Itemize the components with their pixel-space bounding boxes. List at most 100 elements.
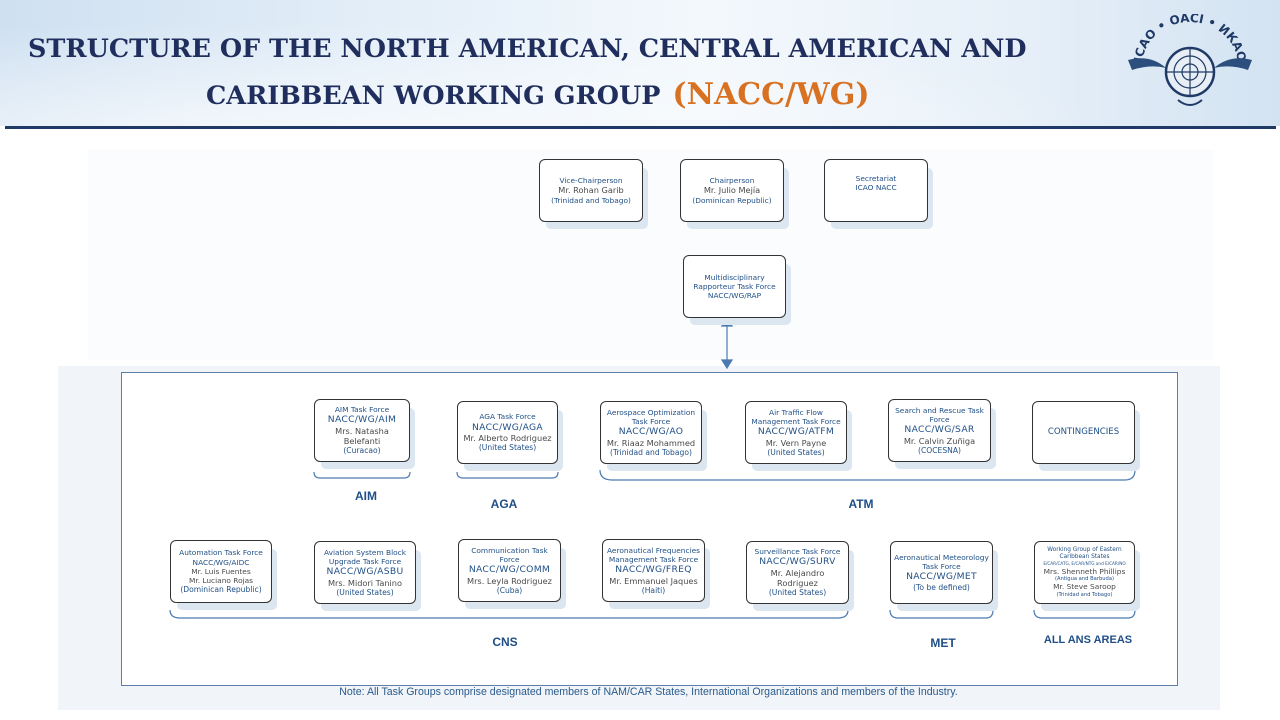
- brace-aga: [456, 471, 559, 479]
- sar-task-force-box: Search and Rescue Task Force NACC/WG/SAR…: [888, 399, 991, 462]
- brace-all-ans: [1033, 609, 1136, 619]
- ecar-person1: Mrs. Shenneth Phillips: [1043, 566, 1126, 576]
- comm-title: Communication Task Force: [471, 545, 548, 564]
- group-label-atm: ATM: [848, 497, 874, 511]
- secretariat-box: Secretariat ICAO NACC: [824, 159, 928, 222]
- header-divider: [5, 126, 1276, 129]
- met-title: Aeronautical Meteorology Task Force: [894, 552, 989, 571]
- title-acronym: (NACC/WG): [672, 77, 870, 112]
- atfm-title: Air Traffic Flow Management Task Force: [751, 407, 841, 426]
- sar-title: Search and Rescue Task Force: [895, 405, 984, 424]
- group-label-all-ans: ALL ANS AREAS: [1043, 634, 1133, 646]
- group-label-aga: AGA: [490, 497, 518, 511]
- title-text: CARIBBEAN WORKING GROUP: [206, 81, 661, 111]
- ao-title: Aerospace Optimization Task Force: [606, 407, 696, 426]
- surv-title: Surveillance Task Force: [754, 547, 841, 557]
- brace-cns: [169, 609, 849, 619]
- asbu-person: Mrs. Midori Tanino: [327, 577, 402, 588]
- met-state: (To be defined): [913, 582, 970, 592]
- diagram-background: [88, 150, 1214, 360]
- ecar-person2: Mr. Steve Saroop: [1053, 582, 1116, 592]
- vice-chair-role: Vice-Chairperson: [559, 176, 623, 186]
- ecar-title: Working Group of Eastern Caribbean State…: [1047, 546, 1122, 561]
- atfm-code: NACC/WG/ATFM: [757, 426, 835, 438]
- group-label-aim: AIM: [355, 489, 377, 503]
- comm-person: Mrs. Leyla Rodriguez: [467, 575, 552, 586]
- ao-task-force-box: Aerospace Optimization Task Force NACC/W…: [600, 401, 702, 464]
- chairperson-box: Chairperson Mr. Julio Mejía (Dominican R…: [680, 159, 784, 222]
- ecar-codes: E/CAR/CATG, E/CAR/NTG and E/CAR/NO: [1043, 561, 1126, 567]
- aga-code: NACC/WG/AGA: [471, 421, 544, 433]
- freq-code: NACC/WG/FREQ: [615, 564, 692, 576]
- rap-box: Multidisciplinary Rapporteur Task Force …: [683, 255, 786, 318]
- page-title-line1: STRUCTURE OF THE NORTH AMERICAN, CENTRAL…: [28, 34, 1027, 64]
- chair-name: Mr. Julio Mejía: [703, 185, 761, 196]
- met-code: NACC/WG/MET: [906, 571, 977, 583]
- aidc-person1: Mr. Luis Fuentes: [191, 566, 251, 576]
- ao-person: Mr. Riaaz Mohammed: [606, 437, 696, 448]
- aga-task-force-box: AGA Task Force NACC/WG/AGA Mr. Alberto R…: [457, 401, 558, 464]
- page-title-line2: CARIBBEAN WORKING GROUP (NACC/WG): [206, 77, 870, 112]
- freq-state: (Haiti): [641, 585, 666, 595]
- freq-person: Mr. Emmanuel Jaques: [609, 575, 698, 586]
- sar-person: Mr. Calvin Zuñiga: [903, 435, 976, 446]
- aim-person: Mrs. Natasha Belefanti: [335, 425, 389, 447]
- footer-note: Note: All Task Groups comprise designate…: [339, 686, 958, 698]
- sar-state: (COCESNA): [917, 445, 961, 455]
- surv-code: NACC/WG/SURV: [759, 556, 836, 568]
- vice-chair-name: Mr. Rohan Garib: [558, 185, 624, 196]
- met-task-force-box: Aeronautical Meteorology Task Force NACC…: [890, 541, 993, 604]
- aidc-task-force-box: Automation Task Force NACC/WG/AIDC Mr. L…: [170, 540, 272, 603]
- aidc-title: Automation Task Force: [179, 548, 263, 558]
- contingencies-title: CONTINGENCIES: [1047, 427, 1120, 438]
- brace-met: [889, 609, 994, 619]
- atfm-state: (United States): [767, 447, 825, 457]
- vice-chairperson-box: Vice-Chairperson Mr. Rohan Garib (Trinid…: [539, 159, 643, 222]
- surv-state: (United States): [768, 588, 827, 598]
- contingencies-box: CONTINGENCIES: [1032, 401, 1135, 464]
- aidc-code: NACC/WG/AIDC: [192, 557, 250, 567]
- ao-code: NACC/WG/AO: [618, 426, 684, 438]
- aidc-state: (Dominican Republic): [180, 585, 262, 595]
- aga-title: AGA Task Force: [479, 412, 536, 422]
- ecar-working-group-box: Working Group of Eastern Caribbean State…: [1034, 541, 1135, 604]
- aga-state: (United States): [478, 443, 537, 453]
- freq-title: Aeronautical Frequencies Management Task…: [607, 545, 700, 564]
- surv-task-force-box: Surveillance Task Force NACC/WG/SURV Mr.…: [746, 541, 849, 604]
- vice-chair-state: (Trinidad and Tobago): [551, 195, 631, 205]
- group-label-cns: CNS: [492, 635, 518, 649]
- comm-state: (Cuba): [496, 585, 523, 595]
- ecar-state2: (Trinidad and Tobago): [1056, 591, 1113, 598]
- comm-task-force-box: Communication Task Force NACC/WG/COMM Mr…: [458, 539, 561, 602]
- rap-code: NACC/WG/RAP: [707, 291, 762, 301]
- aga-person: Mr. Alberto Rodriguez: [463, 433, 552, 443]
- atfm-person: Mr. Vern Payne: [765, 437, 827, 448]
- ecar-state1: (Antigua and Barbuda): [1054, 575, 1115, 582]
- surv-person: Mr. Alejandro Rodriguez: [770, 567, 825, 589]
- aim-state: (Curacao): [343, 446, 381, 456]
- ao-state: (Trinidad and Tobago): [610, 447, 692, 457]
- connector-arrow-down: [720, 359, 734, 370]
- secretariat-role: Secretariat: [855, 174, 897, 183]
- secretariat-org: ICAO NACC: [855, 183, 897, 193]
- group-label-met: MET: [930, 636, 956, 650]
- brace-atm: [599, 469, 1136, 481]
- atfm-task-force-box: Air Traffic Flow Management Task Force N…: [745, 401, 847, 464]
- asbu-title: Aviation System Block Upgrade Task Force: [324, 547, 406, 566]
- aim-task-force-box: AIM Task Force NACC/WG/AIM Mrs. Natasha …: [314, 399, 410, 462]
- brace-aim: [313, 471, 411, 479]
- aidc-person2: Mr. Luciano Rojas: [188, 576, 254, 585]
- header-banner: [0, 0, 1280, 126]
- aim-code: NACC/WG/AIM: [327, 414, 397, 426]
- chair-state: (Dominican Republic): [692, 195, 772, 205]
- comm-code: NACC/WG/COMM: [468, 564, 551, 576]
- icao-emblem-icon: ICAO • OACI • ИКАО: [1128, 14, 1252, 106]
- asbu-code: NACC/WG/ASBU: [326, 566, 404, 578]
- sar-code: NACC/WG/SAR: [904, 424, 975, 436]
- freq-task-force-box: Aeronautical Frequencies Management Task…: [602, 539, 705, 602]
- asbu-task-force-box: Aviation System Block Upgrade Task Force…: [314, 541, 416, 604]
- connector-arrow-up: [720, 316, 734, 327]
- asbu-state: (United States): [336, 587, 394, 597]
- aim-title: AIM Task Force: [334, 405, 390, 415]
